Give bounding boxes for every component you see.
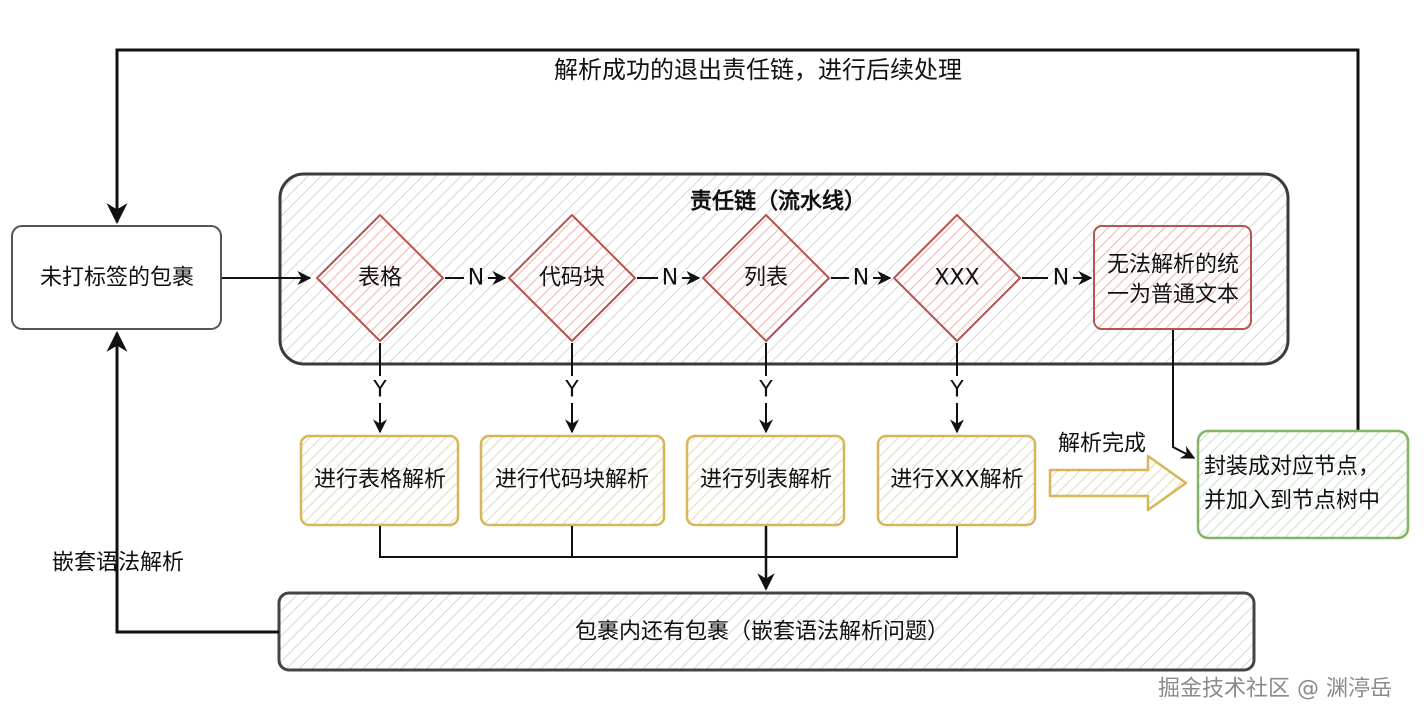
processor-label-code: 进行代码块解析 [494, 467, 650, 493]
result-box [1196, 429, 1410, 540]
processor-box-table [299, 434, 460, 527]
parse-done-arrow [1048, 454, 1188, 512]
fallback-box [1093, 225, 1252, 330]
no-label-4: N [1052, 265, 1070, 291]
decision-diamond-table [316, 214, 444, 342]
decision-diamond-xxx [893, 214, 1021, 342]
processor-box-code [479, 434, 666, 527]
decision-label-code: 代码块 [538, 265, 606, 291]
yes-label-1: Y [373, 377, 387, 403]
decision-label-table: 表格 [357, 265, 403, 291]
parse-done-label: 解析完成 [1057, 431, 1147, 457]
yes-label-2: Y [565, 377, 579, 403]
processor-label-table: 进行表格解析 [313, 467, 447, 493]
decision-label-list: 列表 [743, 265, 789, 291]
result-label-line1: 封装成对应节点， [1203, 454, 1381, 480]
nested-loop [106, 330, 279, 634]
processor-label-xxx: 进行XXX解析 [890, 467, 1024, 493]
merge-lines [379, 526, 958, 558]
decision-label-xxx: XXX [934, 265, 980, 291]
no-label-3: N [852, 265, 870, 291]
fallback-label-line1: 无法解析的统 [1106, 252, 1240, 278]
fallback-label-line2: 一为普通文本 [1106, 282, 1240, 308]
decision-diamond-list [702, 214, 830, 342]
processor-box-list [685, 434, 846, 527]
nested-loop-label: 嵌套语法解析 [51, 550, 185, 576]
no-label-1: N [467, 265, 485, 291]
result-label-line2: 并加入到节点树中 [1203, 488, 1381, 514]
processor-box-xxx [876, 434, 1037, 527]
yes-label-3: Y [759, 377, 773, 403]
processor-label-list: 进行列表解析 [699, 467, 833, 493]
watermark: 掘金技术社区 @ 渊渟岳 [1158, 676, 1392, 702]
no-label-2: N [661, 265, 679, 291]
yes-label-4: Y [950, 377, 964, 403]
untagged-package-label: 未打标签的包裹 [39, 265, 195, 291]
success-exit-loop [106, 48, 1360, 430]
success-exit-label: 解析成功的退出责任链，进行后续处理 [554, 56, 962, 84]
nested-box-label: 包裹内还有包裹（嵌套语法解析问题） [574, 619, 950, 645]
chain-title: 责任链（流水线） [689, 189, 867, 215]
untagged-package-box [11, 225, 222, 330]
fallback-connector [1172, 330, 1196, 459]
decision-diamond-code [508, 214, 636, 342]
